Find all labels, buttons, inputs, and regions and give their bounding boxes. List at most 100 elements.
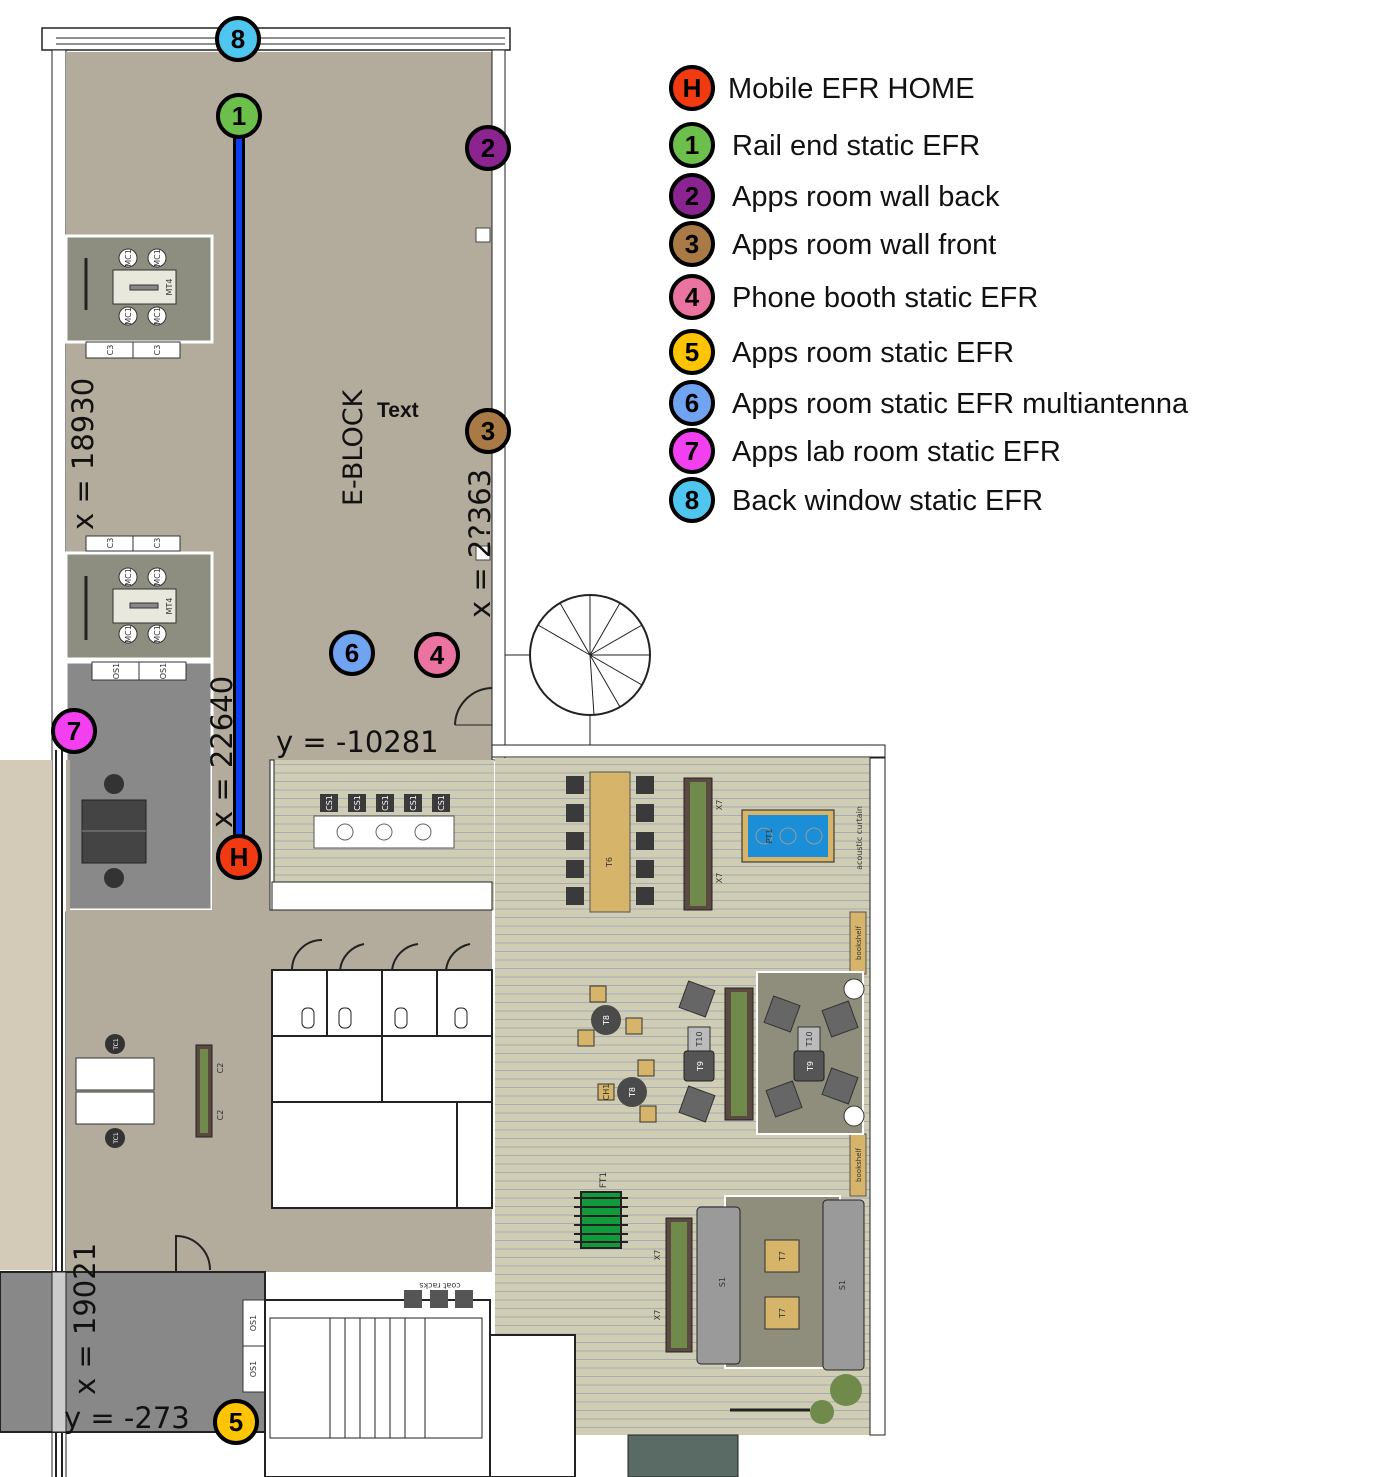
furniture-label: CS1 — [325, 795, 334, 811]
marker-id: H — [230, 842, 249, 872]
furniture-label: CS1 — [437, 795, 446, 811]
marker-circle — [669, 329, 715, 375]
marker-circle — [669, 221, 715, 267]
marker-circle — [216, 834, 262, 880]
legend-label: Apps room wall back — [732, 181, 1000, 213]
marker-id: 4 — [685, 282, 700, 312]
dim-x-right: x = 2?363 — [463, 469, 497, 618]
furniture-label: CS1 — [353, 795, 362, 811]
furniture-label: X7 — [715, 800, 724, 811]
furniture-label: T9 — [806, 1061, 815, 1072]
marker-8: 8 — [215, 16, 261, 62]
furniture-label: T10 — [805, 1031, 814, 1047]
bookshelf-label: bookshelf — [855, 1148, 863, 1182]
top-wall — [41, 27, 511, 51]
furniture-label: CS1 — [381, 795, 390, 811]
marker-id: 2 — [685, 181, 699, 211]
marker-id: 3 — [481, 416, 495, 446]
dim-x-rail: x = 22640 — [205, 676, 239, 828]
marker-circle — [215, 16, 261, 62]
furniture-label: PT1 — [765, 829, 774, 844]
marker-id: H — [683, 73, 702, 103]
marker-circle — [216, 93, 262, 139]
furniture-label: OS1 — [112, 663, 121, 679]
furniture-label: MC1 — [124, 249, 133, 267]
furniture-label: X7 — [653, 1250, 662, 1261]
marker-7: 7 — [51, 708, 97, 754]
furniture-label: MC1 — [124, 568, 133, 586]
furniture-label: MC1 — [153, 625, 162, 643]
furniture-label: MC1 — [124, 307, 133, 325]
legend-marker-8: 8 — [669, 477, 715, 523]
marker-id: 6 — [345, 638, 359, 668]
furniture-label: C3 — [106, 538, 115, 549]
legend-label: Apps room static EFR multiantenna — [732, 388, 1189, 420]
legend-marker-1: 1 — [669, 122, 715, 168]
furniture-label: X7 — [653, 1310, 662, 1321]
legend-marker-h: H — [669, 65, 715, 111]
marker-circle — [465, 125, 511, 171]
furniture-label: T8 — [628, 1087, 637, 1098]
marker-id: 8 — [685, 485, 699, 515]
marker-4: 4 — [414, 632, 460, 678]
efr-markers: H 1 2 3 4 5 6 7 8 — [51, 16, 511, 1445]
furniture-label: T6 — [605, 857, 614, 868]
legend-marker-5: 5 — [669, 329, 715, 375]
marker-id: 6 — [685, 388, 699, 418]
furniture-label: MT4 — [165, 598, 174, 615]
legend-label: Back window static EFR — [732, 485, 1043, 517]
meeting-room-2: C3 C3 MT4 MC1 MC1 MC1 MC1 — [64, 535, 214, 661]
marker-circle — [213, 1399, 259, 1445]
furniture-label: T9 — [696, 1061, 705, 1072]
dim-x-bottom: x = 19021 — [68, 1243, 102, 1395]
furniture-label: T10 — [695, 1031, 704, 1047]
furniture-label: T8 — [602, 1015, 611, 1026]
furniture-label: MC1 — [153, 307, 162, 325]
furniture-label: TC1 — [113, 1132, 120, 1145]
furniture-label: T7 — [778, 1251, 787, 1262]
legend-label: Apps lab room static EFR — [732, 436, 1061, 468]
furniture-label: C2 — [216, 1110, 225, 1121]
marker-circle — [669, 65, 715, 111]
legend-label: Rail end static EFR — [732, 130, 980, 162]
marker-id: 1 — [685, 130, 699, 160]
furniture-label: S1 — [718, 1277, 727, 1287]
furniture-label: C3 — [153, 345, 162, 356]
furniture-label: CS1 — [409, 795, 418, 811]
marker-2: 2 — [465, 125, 511, 171]
marker-3: 3 — [465, 408, 511, 454]
furniture-label: MC1 — [153, 568, 162, 586]
legend-marker-7: 7 — [669, 428, 715, 474]
legend-label: Apps room wall front — [732, 229, 996, 261]
apps-lab-room: OS1 OS1 — [64, 660, 214, 912]
furniture-label: S1 — [838, 1280, 847, 1290]
toilets — [271, 939, 493, 1209]
marker-circle — [669, 428, 715, 474]
marker-circle — [329, 630, 375, 676]
marker-id: 7 — [685, 436, 699, 466]
marker-circle — [51, 708, 97, 754]
marker-circle — [669, 274, 715, 320]
marker-circle — [669, 122, 715, 168]
marker-circle — [414, 632, 460, 678]
marker-circle — [669, 173, 715, 219]
furniture-label: MC1 — [153, 249, 162, 267]
legend-marker-6: 6 — [669, 380, 715, 426]
furniture-label: OS1 — [159, 663, 168, 679]
marker-1: 1 — [216, 93, 262, 139]
marker-circle — [465, 408, 511, 454]
furniture-label: OS1 — [249, 1315, 258, 1331]
furniture-label: C3 — [153, 538, 162, 549]
legend-label: Phone booth static EFR — [732, 282, 1038, 314]
marker-5: 5 — [213, 1399, 259, 1445]
dim-x-left: x = 18930 — [66, 378, 100, 530]
furniture-label: FT1 — [599, 1172, 609, 1188]
legend-label: Mobile EFR HOME — [728, 73, 975, 105]
adjacent-area — [0, 760, 52, 1270]
furniture-label: T7 — [778, 1308, 787, 1319]
furniture-label: MC1 — [124, 625, 133, 643]
marker-6: 6 — [329, 630, 375, 676]
marker-id: 3 — [685, 229, 699, 259]
